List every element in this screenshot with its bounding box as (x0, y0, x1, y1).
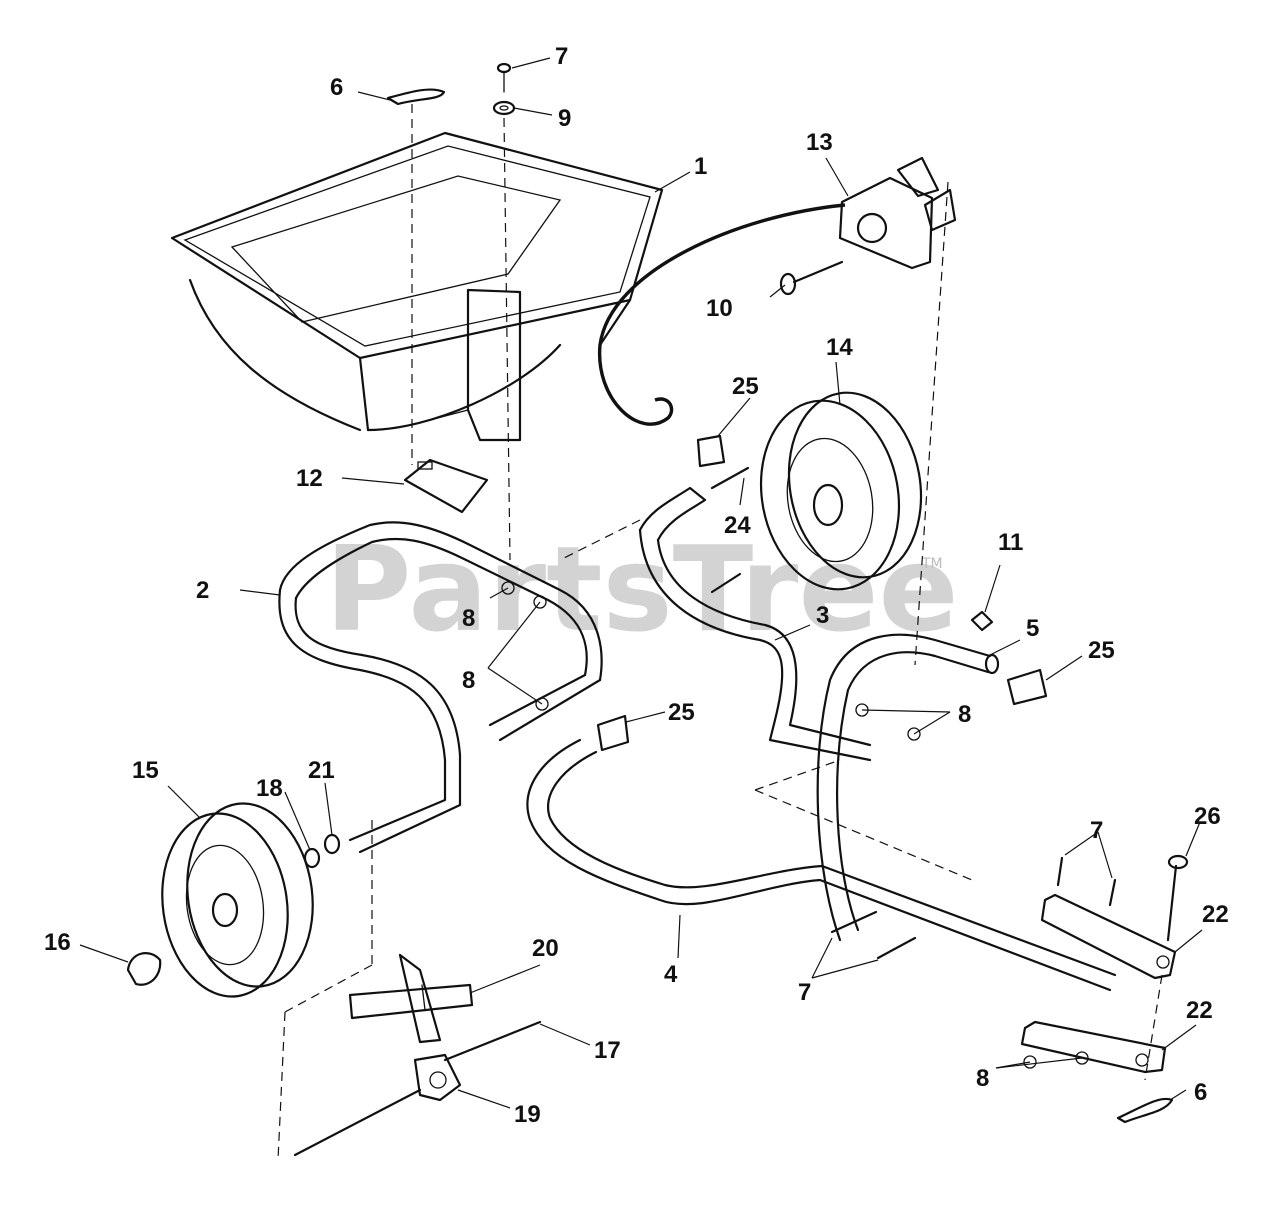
handle-upright[interactable] (816, 633, 1000, 942)
callout-10: 10 (706, 295, 733, 322)
callout-25-upper: 25 (732, 373, 759, 400)
callout-8-d: 8 (976, 1065, 989, 1092)
callout-16: 16 (44, 929, 71, 956)
hub-cap[interactable] (126, 952, 162, 986)
spreader-plate[interactable] (348, 953, 474, 1044)
callout-3: 3 (816, 602, 829, 629)
callout-11: 11 (998, 529, 1023, 556)
callout-12: 12 (296, 465, 323, 492)
callout-5: 5 (1026, 615, 1039, 642)
hopper[interactable] (170, 131, 664, 442)
callout-8-a: 8 (462, 605, 475, 632)
callout-7-right: 7 (1090, 817, 1103, 844)
grip-lower[interactable] (596, 714, 630, 752)
callout-13: 13 (806, 129, 833, 156)
bracket-lower[interactable] (1020, 1020, 1167, 1074)
hitch-pin-bottom[interactable] (1116, 1097, 1174, 1124)
callout-2: 2 (196, 577, 209, 604)
callout-24: 24 (724, 512, 751, 539)
callout-22-lower: 22 (1186, 997, 1213, 1024)
callout-9: 9 (558, 105, 571, 132)
frame-right[interactable] (638, 486, 872, 762)
callouts: 1 2 3 4 5 6 6 7 7 7 8 8 8 8 9 10 11 12 1… (44, 43, 1229, 1128)
grip-upper[interactable] (696, 434, 726, 468)
shaft-19[interactable] (293, 1088, 422, 1157)
bolt-lever[interactable] (779, 260, 844, 296)
callout-15: 15 (132, 757, 159, 784)
shaft-17[interactable] (443, 1020, 542, 1062)
clevis-pin[interactable] (1166, 854, 1189, 942)
hitch-pin-top[interactable] (386, 88, 446, 106)
washer-top[interactable] (492, 100, 516, 116)
callout-7-bottom: 7 (798, 979, 811, 1006)
nuts[interactable] (501, 581, 1089, 1069)
bushing-left[interactable] (303, 847, 321, 869)
callout-21: 21 (308, 757, 335, 784)
screw-top[interactable] (496, 62, 512, 93)
wing-nut[interactable] (970, 610, 994, 632)
leader-lines (79, 57, 1203, 1109)
handle-frame[interactable] (526, 738, 1117, 992)
nut-left[interactable] (323, 833, 341, 855)
control-lever[interactable] (838, 156, 957, 270)
frame-left[interactable] (278, 521, 603, 854)
callout-4: 4 (664, 961, 678, 988)
bolt-24[interactable] (710, 466, 750, 490)
bolts-lower[interactable] (830, 856, 1117, 960)
callout-6-top: 6 (330, 74, 343, 101)
callout-26: 26 (1194, 803, 1221, 830)
bolt-frame[interactable] (710, 572, 742, 594)
callout-1: 1 (694, 153, 707, 180)
callout-6-bottom: 6 (1194, 1079, 1207, 1106)
callout-25-right: 25 (1088, 637, 1115, 664)
grip-right[interactable] (1006, 668, 1048, 706)
callout-8-b: 8 (462, 667, 475, 694)
callout-20: 20 (532, 935, 559, 962)
callout-22-upper: 22 (1202, 901, 1229, 928)
gate-plate[interactable] (403, 458, 489, 514)
watermark-tm: TM (921, 556, 943, 572)
assembly-lines (277, 104, 1163, 1161)
wheel-left[interactable] (151, 795, 324, 1004)
callout-19: 19 (514, 1101, 541, 1128)
control-cable[interactable] (598, 203, 846, 426)
callout-7-top: 7 (555, 43, 568, 70)
callout-17: 17 (594, 1037, 621, 1064)
callout-14: 14 (826, 334, 853, 361)
callout-18: 18 (256, 775, 283, 802)
callout-8-c: 8 (958, 701, 971, 728)
bracket-upper[interactable] (1040, 893, 1177, 980)
gearbox[interactable] (413, 1053, 462, 1102)
callout-25-lower: 25 (668, 699, 695, 726)
